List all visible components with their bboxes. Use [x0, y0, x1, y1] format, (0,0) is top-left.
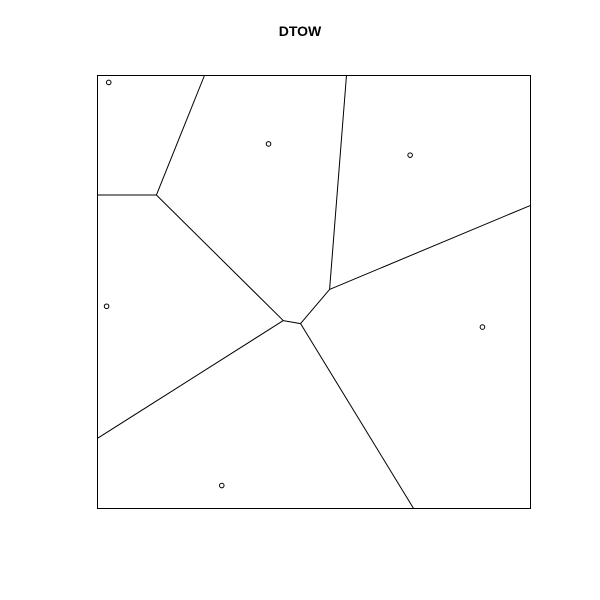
site-point-5	[479, 324, 486, 330]
plot-frame	[97, 75, 531, 509]
voronoi-edge-7	[300, 323, 415, 509]
site-point-4	[103, 303, 110, 310]
voronoi-edge-6	[300, 289, 330, 324]
voronoi-edge-8	[329, 75, 347, 290]
plot-title: DTOW	[278, 23, 322, 39]
site-point-6	[218, 482, 225, 489]
voronoi-edge-2	[155, 75, 205, 196]
voronoi-edge-4	[283, 320, 301, 325]
voronoi-edge-3	[156, 194, 284, 321]
voronoi-edges	[97, 75, 531, 509]
site-point-2	[265, 141, 272, 147]
voronoi-sites	[103, 79, 486, 489]
voronoi-edge-9	[329, 204, 531, 290]
site-point-3	[407, 152, 413, 158]
voronoi-edge-5	[97, 320, 284, 439]
site-point-1	[105, 79, 112, 86]
